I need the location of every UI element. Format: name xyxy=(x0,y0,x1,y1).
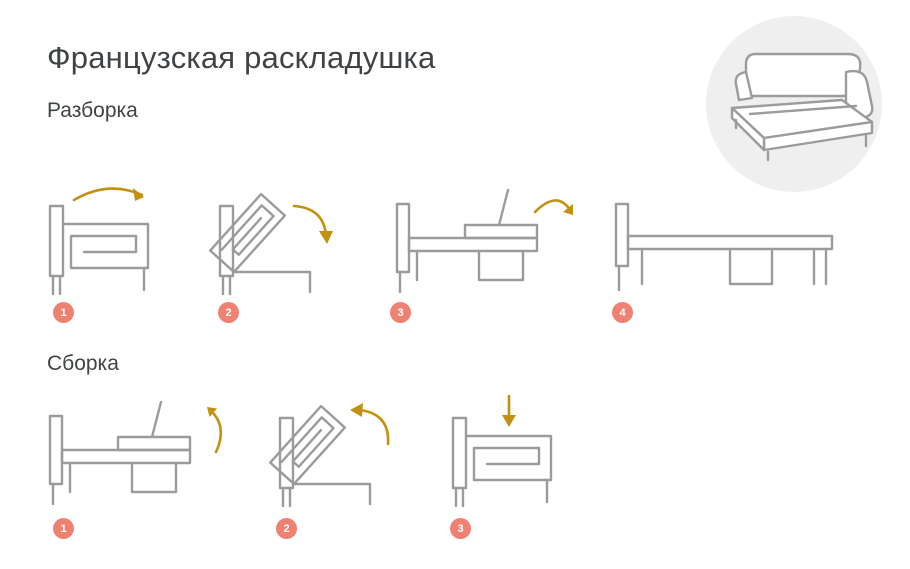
fully-unfolded-platform-icon xyxy=(614,202,834,292)
backrest xyxy=(278,416,295,490)
step-number-badge: 2 xyxy=(276,518,297,539)
platform-flap-mechanism-icon xyxy=(48,400,223,506)
disassembly-step-3: 3 xyxy=(387,178,577,328)
backrest xyxy=(614,202,630,268)
sofa-bed-icon xyxy=(730,52,874,162)
legs xyxy=(398,249,419,294)
legs xyxy=(454,478,549,508)
sofa-illustration-circle xyxy=(706,16,882,192)
platform xyxy=(407,236,539,253)
cw-arrow-icon xyxy=(72,187,144,202)
step-number-badge: 1 xyxy=(53,518,74,539)
page-title: Французская раскладушка xyxy=(47,40,436,75)
bed-platform-left xyxy=(730,106,766,152)
cw-arrow-icon xyxy=(533,199,572,214)
support-frame xyxy=(477,249,525,282)
ccw-arrow-icon xyxy=(358,408,390,446)
step-number-badge: 3 xyxy=(390,302,411,323)
legs xyxy=(281,486,292,508)
tilted-mattress-folds xyxy=(220,204,275,256)
backrest xyxy=(218,204,235,278)
arrowhead xyxy=(133,188,144,201)
legs xyxy=(51,461,72,506)
folded-mechanism-icon xyxy=(48,187,150,296)
assembly-step-1: 1 xyxy=(40,390,230,542)
top-layer xyxy=(116,435,192,452)
sofa-left-arm xyxy=(734,70,754,102)
mattress-fold-line xyxy=(748,104,858,116)
section-title-disassembly: Разборка xyxy=(47,99,138,122)
step-number-badge: 1 xyxy=(53,302,74,323)
legs xyxy=(617,247,828,292)
folded-mattress xyxy=(61,222,150,270)
tilted-mattress xyxy=(209,192,287,274)
step-number-badge: 3 xyxy=(450,518,471,539)
backrest xyxy=(451,416,468,490)
legs xyxy=(51,266,146,296)
backrest xyxy=(395,202,411,274)
arrowhead xyxy=(319,231,333,244)
top-layer xyxy=(463,223,539,240)
backrest xyxy=(48,414,64,486)
support-frame xyxy=(130,461,178,494)
arrowhead xyxy=(563,204,573,215)
folded-mechanism-icon xyxy=(451,394,553,508)
arrowhead xyxy=(350,403,363,417)
handle-stick xyxy=(150,400,163,439)
tilted-mattress-outline xyxy=(209,192,287,274)
assembly-step-2: 2 xyxy=(268,390,408,542)
legs xyxy=(221,274,232,296)
assembly-step-3: 3 xyxy=(443,390,578,542)
step-number-badge: 2 xyxy=(218,302,239,323)
ccw-up-arrow-icon xyxy=(208,408,223,454)
arrowhead xyxy=(207,407,217,417)
folded-mattress xyxy=(464,434,553,482)
half-unfolded-mechanism-icon xyxy=(209,192,333,296)
disassembly-step-1: 1 xyxy=(40,178,175,328)
tilted-mattress-folds xyxy=(280,416,335,468)
half-unfolded-mechanism-icon xyxy=(269,403,390,508)
section-title-assembly: Сборка xyxy=(47,352,119,375)
support-frame xyxy=(728,247,774,286)
disassembly-step-2: 2 xyxy=(208,178,348,328)
tilted-mattress xyxy=(269,404,347,486)
platform xyxy=(60,448,192,465)
platform-flap-mechanism-icon xyxy=(395,188,573,294)
sofa-back xyxy=(744,52,862,98)
arrowhead xyxy=(502,415,516,427)
handle-stick xyxy=(497,188,510,227)
tilted-mattress-outline xyxy=(269,404,347,486)
sofa-legs xyxy=(734,118,868,162)
disassembly-step-4: 4 xyxy=(608,178,840,328)
base-frame xyxy=(291,482,372,506)
backrest xyxy=(48,204,65,278)
base-frame xyxy=(231,270,312,294)
step-number-badge: 4 xyxy=(612,302,633,323)
platform xyxy=(626,234,834,251)
